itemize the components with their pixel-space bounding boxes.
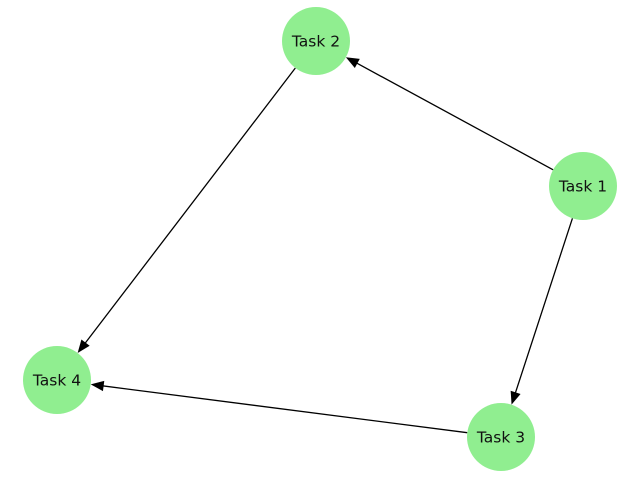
- edge-arrowhead-icon: [345, 57, 360, 68]
- edge-arrowhead-icon: [510, 390, 521, 405]
- node-circle[interactable]: [282, 7, 350, 75]
- node-label: Task 1: [558, 178, 607, 196]
- graph-node-task1[interactable]: Task 1: [549, 152, 617, 220]
- node-circle[interactable]: [23, 346, 91, 414]
- edge-layer: [77, 57, 574, 434]
- edge-arrowhead-icon: [77, 339, 90, 353]
- edge-line: [84, 67, 296, 345]
- graph-node-task4[interactable]: Task 4: [23, 346, 91, 414]
- graph-edge: [90, 380, 468, 434]
- edge-line: [102, 385, 468, 434]
- graph-edge: [345, 57, 554, 171]
- graph-edge: [510, 218, 574, 405]
- node-layer: Task 1 Task 2 Task 3 Task 4: [23, 7, 617, 471]
- graph-node-task2[interactable]: Task 2: [282, 7, 350, 75]
- node-circle[interactable]: [549, 152, 617, 220]
- node-label: Task 4: [32, 372, 81, 390]
- edge-line: [514, 218, 574, 394]
- edge-arrowhead-icon: [90, 380, 105, 392]
- edge-line: [355, 62, 554, 171]
- node-circle[interactable]: [467, 403, 535, 471]
- graph-node-task3[interactable]: Task 3: [467, 403, 535, 471]
- graph-edge: [77, 67, 296, 353]
- node-label: Task 3: [476, 429, 525, 447]
- node-label: Task 2: [291, 33, 340, 51]
